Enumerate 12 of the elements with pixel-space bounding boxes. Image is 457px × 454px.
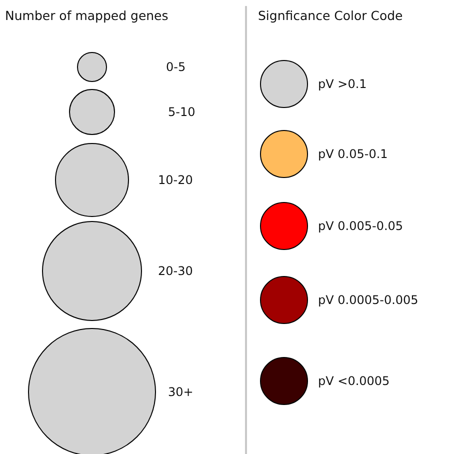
legend-label: 30+	[168, 385, 194, 399]
legend-label: 5-10	[168, 105, 196, 119]
legend-label: pV 0.005-0.05	[318, 219, 404, 233]
legend-label: 20-30	[158, 264, 193, 278]
column-heading: Signficance Color Code	[258, 8, 403, 23]
legend-label: pV 0.05-0.1	[318, 147, 388, 161]
legend-label: pV <0.0005	[318, 374, 390, 388]
legend-label: 0-5	[166, 60, 186, 74]
legend-label: pV 0.0005-0.005	[318, 293, 418, 307]
legend-label: 10-20	[158, 173, 193, 187]
legend-label: pV >0.1	[318, 77, 367, 91]
column-heading: Number of mapped genes	[5, 8, 168, 23]
